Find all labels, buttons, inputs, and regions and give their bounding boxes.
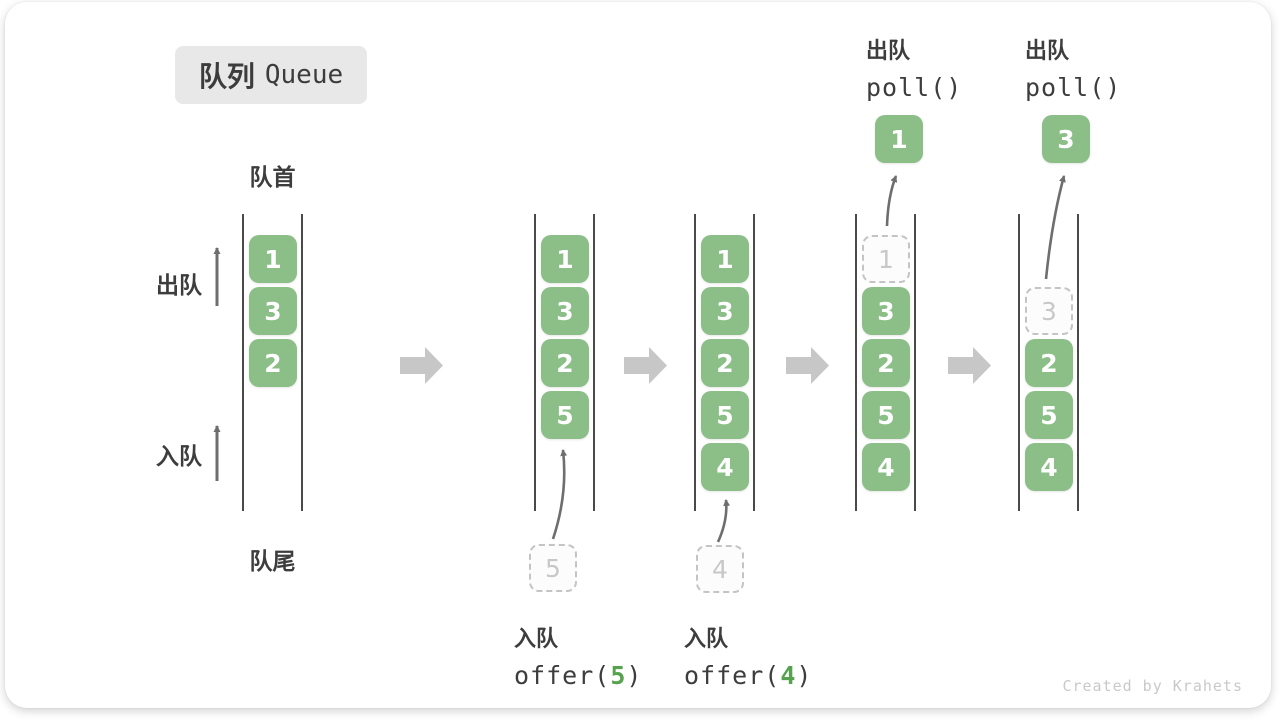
queue-element-box: 5 — [701, 391, 749, 439]
queue-wall-line — [301, 214, 303, 511]
queue-element-box: 4 — [862, 443, 910, 491]
queue-element-box: 2 — [1025, 339, 1073, 387]
queue-element-box: 1 — [541, 235, 589, 283]
poll-operation-label-2: 出队 poll() — [1025, 33, 1121, 102]
queue-wall-line — [753, 214, 755, 511]
offer-arg: 4 — [780, 661, 797, 690]
queue-element-box: 3 — [701, 287, 749, 335]
queue-wall-line — [1077, 214, 1079, 511]
polled-value-1-box: 1 — [875, 115, 923, 163]
polled-value-3-box: 3 — [1042, 115, 1090, 163]
queue-element-box: 2 — [701, 339, 749, 387]
watermark-credit: Created by Krahets — [1062, 677, 1243, 695]
offer-operation-label-4: 入队 offer(4) — [684, 621, 812, 690]
enqueue-side-label: 入队 — [156, 443, 202, 469]
offer-arg: 5 — [610, 661, 627, 690]
block-arrow-icon — [400, 347, 443, 384]
queue-element-box: 2 — [541, 339, 589, 387]
queue-wall-line — [242, 214, 244, 511]
offer-zh: 入队 — [684, 626, 729, 651]
offer-zh: 入队 — [514, 626, 559, 651]
arrows-layer — [213, 175, 1066, 543]
poll-operation-label-1: 出队 poll() — [866, 33, 962, 102]
queue-element-box: 1 — [249, 235, 297, 283]
queue-wall-line — [914, 214, 916, 511]
queue-rear-label: 队尾 — [249, 548, 296, 574]
enqueue-value-4-box: 4 — [696, 545, 744, 593]
queue-wall-line — [593, 214, 595, 511]
poll-zh: 出队 — [866, 38, 911, 63]
queue-element-box: 5 — [862, 391, 910, 439]
queue-wall-line — [1018, 214, 1020, 511]
block-arrow-icon — [786, 347, 829, 384]
queue-element-box: 2 — [249, 339, 297, 387]
block-arrow-icon — [624, 347, 667, 384]
enqueue-value-5-box: 5 — [529, 544, 577, 592]
removed-element-box: 1 — [862, 235, 910, 283]
poll-code: poll() — [866, 73, 963, 102]
block-arrow-icon — [948, 347, 991, 384]
dequeue-side-label: 出队 — [156, 272, 202, 298]
queue-element-box: 3 — [541, 287, 589, 335]
removed-element-box: 3 — [1025, 287, 1073, 335]
queue-element-box: 3 — [862, 287, 910, 335]
queue-wall-line — [694, 214, 696, 511]
offer-operation-label-5: 入队 offer(5) — [514, 621, 642, 690]
queue-wall-line — [534, 214, 536, 511]
title-zh: 队列 — [198, 61, 255, 92]
queue-element-box: 4 — [701, 443, 749, 491]
queue-element-box: 4 — [1025, 443, 1073, 491]
title-en: Queue — [264, 60, 344, 90]
queue-element-box: 5 — [1025, 391, 1073, 439]
queue-front-label: 队首 — [249, 164, 296, 190]
offer-code: offer(4) — [684, 661, 813, 690]
offer-code: offer(5) — [514, 661, 643, 690]
queue-wall-line — [855, 214, 857, 511]
poll-zh: 出队 — [1025, 38, 1070, 63]
operation-arrows — [551, 175, 1066, 543]
title-badge: 队列 Queue — [175, 46, 367, 104]
queue-element-box: 3 — [249, 287, 297, 335]
poll-code: poll() — [1025, 73, 1122, 102]
queue-element-box: 2 — [862, 339, 910, 387]
queue-element-box: 5 — [541, 391, 589, 439]
diagram-card: 队列 Queue 队首 队尾 出队 入队 — [5, 2, 1271, 708]
queue-element-box: 1 — [701, 235, 749, 283]
